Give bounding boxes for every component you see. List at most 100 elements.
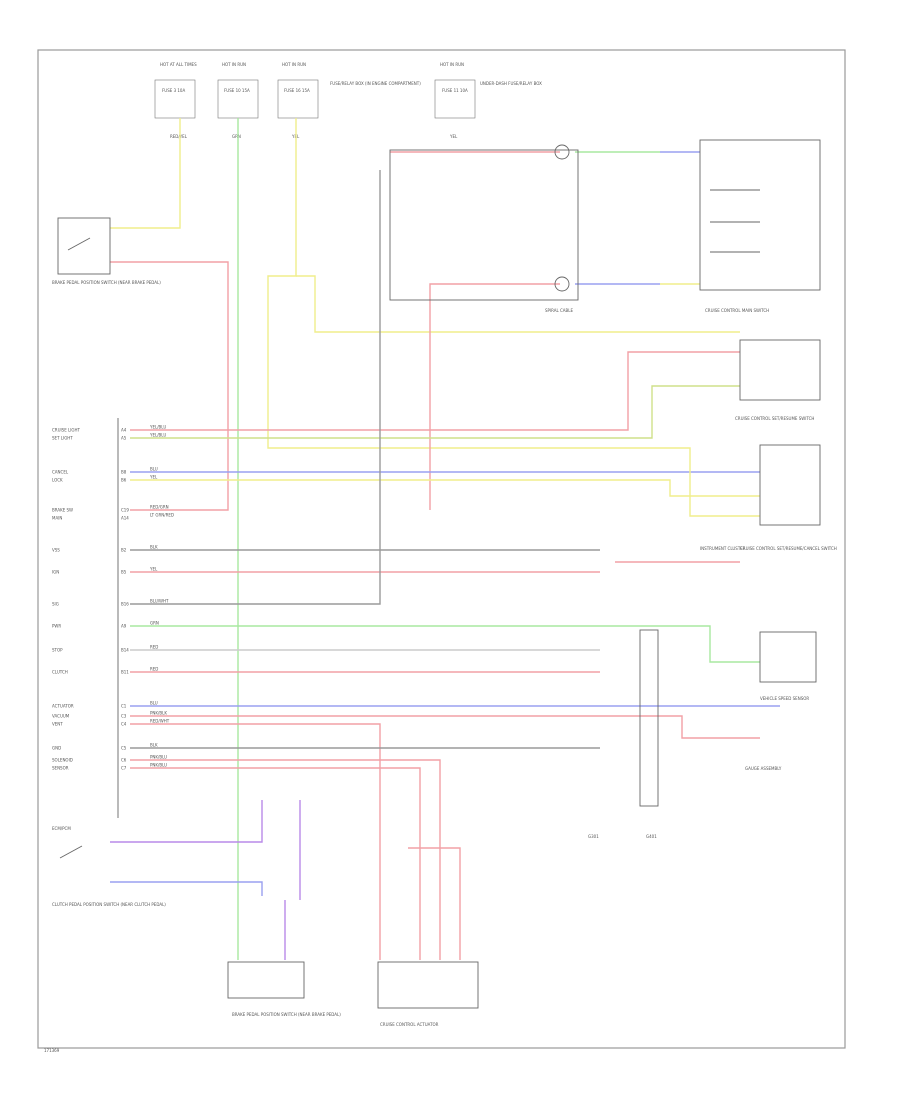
indicator-bar	[639, 629, 659, 807]
spiral-connector-bottom	[554, 276, 570, 292]
ecm-pin-name: BRAKE SW	[52, 508, 73, 513]
footer-code: 171369	[44, 1048, 60, 1053]
component-group: BRAKE PEDAL POSITION SWITCH (NEAR BRAKE …	[52, 139, 837, 1027]
steering-switch-label: CRUISE CONTROL SET/RESUME/CANCEL SWITCH	[740, 546, 837, 551]
ecm-pin-name: MAIN	[52, 516, 62, 521]
ecm-pin-name: CRUISE LIGHT	[52, 428, 81, 433]
ecm-pin-wire: BLK	[150, 743, 158, 748]
wire-vent	[130, 723, 381, 960]
fuse-2-name: HOT IN RUN	[222, 62, 246, 67]
ecm-pin-name: SIG	[52, 602, 59, 607]
ecm-pin-wire: BLU	[150, 467, 158, 472]
fuse-box-label: FUSE/RELAY BOX (IN ENGINE COMPARTMENT)	[330, 81, 421, 86]
spiral-cable-box	[389, 149, 579, 301]
wire-set-light	[130, 385, 740, 439]
ecm-pin-name: SENSOR	[52, 766, 69, 771]
ecm-pin-wire: BLU/WHT	[150, 599, 169, 604]
ecm-label: ECM/PCM	[52, 826, 71, 831]
ecm-pin-wire: RED	[150, 645, 158, 650]
wire-yellow-fuse3	[267, 118, 691, 460]
ecm-pin-wire: YEL	[149, 475, 158, 480]
wire-pwr	[130, 625, 760, 663]
fuse-3-name: HOT IN RUN	[282, 62, 306, 67]
wire-sensor	[130, 767, 421, 960]
ecm-pin-name: IGN	[52, 570, 59, 575]
ecm-pin-number: B8	[121, 470, 127, 475]
wire-blue-clutch	[110, 881, 263, 896]
ecm-pin-name: CLUTCH	[52, 670, 68, 675]
wire-solenoid	[130, 759, 441, 960]
wire-group	[110, 118, 780, 960]
brake-sensor-box	[227, 961, 305, 999]
steering-switch-box	[759, 444, 821, 526]
fuse-1-name: HOT AT ALL TIMES	[160, 62, 197, 67]
ecm-pin-name: ACTUATOR	[52, 704, 74, 709]
ecm-pin-number: B5	[121, 570, 127, 575]
fuse-box-4	[434, 79, 476, 119]
ecm-pin-wire: PNK/BLK	[150, 711, 167, 716]
clutch-switch-label: CLUTCH PEDAL POSITION SWITCH (NEAR CLUTC…	[52, 902, 166, 907]
ecm-pin-number: B16	[121, 602, 129, 607]
ecm-pin-number: A9	[121, 624, 127, 629]
ecm-pin-wire: BLK	[150, 545, 158, 550]
wire-yellow-branch	[296, 275, 740, 333]
ecm-pin-name: VSS	[52, 548, 60, 553]
ecm-pin-number: A14	[121, 516, 129, 521]
fuse-2-rating: FUSE 10 15A	[224, 88, 250, 93]
ecm-pin-name: VACUUM	[52, 714, 70, 719]
actuator-label: CRUISE CONTROL ACTUATOR	[380, 1022, 439, 1027]
ecm-pin-name: PWR	[52, 624, 61, 629]
ecm-pin-number: C4	[121, 722, 127, 727]
ecm-pin-name: LOCK	[52, 478, 63, 483]
ecm-pin-name: GND	[52, 746, 61, 751]
ecm-pin-number: C5	[121, 746, 127, 751]
ecm-pin-number: B6	[121, 478, 127, 483]
brake-switch-label: BRAKE PEDAL POSITION SWITCH (NEAR BRAKE …	[52, 280, 161, 285]
fuse-1-wire: RED/YEL	[170, 134, 188, 139]
ecm-pin-wire: YEL/BLU	[149, 433, 166, 438]
wire-purple-clutch	[110, 800, 263, 843]
ecm-pin-number: B2	[121, 548, 127, 553]
wire-red-spiral-low	[429, 283, 560, 510]
ecm-pin-number: C1	[121, 704, 127, 709]
ecm-pin-name: SOLENOID	[52, 758, 73, 763]
wire-red-brake	[110, 261, 229, 511]
clutch-switch-contact	[59, 845, 83, 859]
fuse-box-1	[154, 79, 196, 119]
ecm-pin-number: A4	[121, 428, 127, 433]
ground-g301-label: G301	[588, 834, 599, 839]
ecm-pin-name: VENT	[52, 722, 63, 727]
wire-red-actuator	[408, 847, 461, 960]
ecm-pin-wire: YEL/BLU	[149, 425, 166, 430]
ecm-pin-wire: YEL	[149, 567, 158, 572]
wire-cruise-light	[130, 351, 740, 431]
ecm-pin-number: C3	[121, 714, 127, 719]
brake-switch-contact	[67, 237, 91, 251]
ecm-pin-wire: BLU	[150, 701, 158, 706]
ecm-pin-wire: RED/GRN	[150, 505, 169, 510]
ecm-pin-name: STOP	[52, 648, 63, 653]
ecm-pin-wire: LT GRN/RED	[150, 513, 174, 518]
fuse-box-3	[277, 79, 319, 119]
wire-sig	[130, 170, 381, 605]
actuator-box	[377, 961, 479, 1009]
wire-yellow-fuse1	[110, 118, 181, 229]
setresume-switch-box	[739, 339, 821, 401]
vss-label: VEHICLE SPEED SENSOR	[760, 696, 809, 701]
indicator-lamp-label: INSTRUMENT CLUSTER	[700, 546, 746, 551]
gauge-assembly-label: GAUGE ASSEMBLY	[745, 766, 782, 771]
ecm-pin-wire: GRN	[150, 621, 159, 626]
ecm-pin-number: B14	[121, 648, 129, 653]
cruise-main-switch-contacts	[710, 189, 760, 253]
brake-switch-box	[57, 217, 111, 275]
cruise-main-switch-label: CRUISE CONTROL MAIN SWITCH	[705, 308, 769, 313]
cruise-main-switch-box	[699, 139, 821, 291]
spiral-cable-label: SPIRAL CABLE	[545, 308, 573, 313]
wire-vacuum	[130, 715, 760, 739]
fuse-4-name: HOT IN RUN	[440, 62, 464, 67]
brake-sensor-label: BRAKE PEDAL POSITION SWITCH (NEAR BRAKE …	[232, 1012, 341, 1017]
ecm-pin-name: SET LIGHT	[52, 436, 73, 441]
